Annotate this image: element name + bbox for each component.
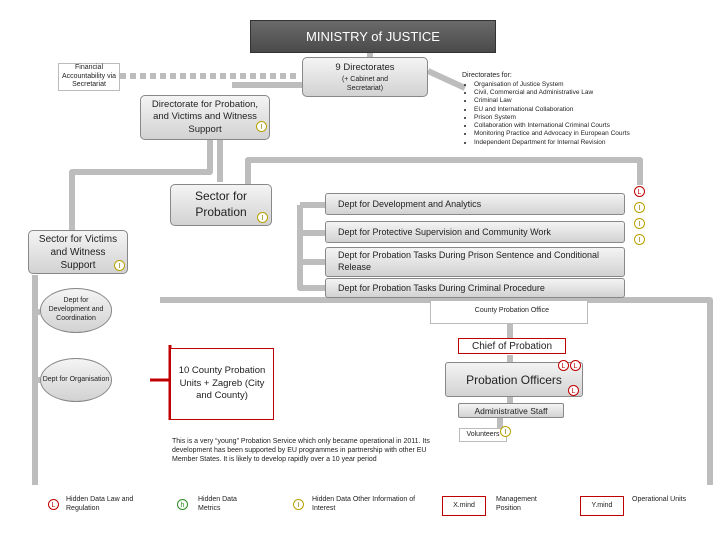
info-badge: I	[634, 234, 645, 245]
dept-protective-supervision: Dept for Protective Supervision and Comm…	[325, 221, 625, 243]
info-badge: I	[114, 260, 125, 271]
legend-info-icon: I	[293, 499, 304, 510]
sector-victims: Sector for Victims and Witness Support	[28, 230, 128, 274]
info-badge: I	[257, 212, 268, 223]
directorate-item: Organisation of Justice System	[474, 81, 682, 89]
legend-law-icon: L	[48, 499, 59, 510]
law-badge: L	[634, 186, 645, 197]
sector-probation: Sector for Probation	[170, 184, 272, 226]
directorate-probation-label: Directorate for Probation, and Victims a…	[151, 99, 259, 135]
law-badge: L	[570, 360, 581, 371]
directorates-sub: (+ Cabinet and Secretariat)	[341, 76, 389, 92]
legend-metrics-icon: h	[177, 499, 188, 510]
legend-info-label: Hidden Data Other Information of Interes…	[312, 496, 416, 512]
financial-accountability: Financial Accountability via Secretariat	[58, 63, 120, 91]
directorate-item: Monitoring Practice and Advocacy in Euro…	[474, 130, 682, 138]
administrative-staff: Administrative Staff	[458, 403, 564, 418]
legend-operational-label: Operational Units	[632, 496, 687, 503]
directorates-items: Organisation of Justice SystemCivil, Com…	[462, 81, 682, 147]
directorates-label: 9 Directorates	[335, 62, 395, 73]
directorates-for-list: Directorates for: Organisation of Justic…	[462, 72, 682, 164]
county-probation-units: 10 County Probation Units + Zagreb (City…	[170, 348, 274, 420]
directorate-item: EU and International Collaboration	[474, 106, 682, 114]
directorates-for-heading: Directorates for:	[462, 72, 512, 79]
legend: L Hidden Data Law and Regulation h Hidde…	[0, 490, 720, 540]
directorate-item: Prison System	[474, 114, 682, 122]
dept-development-analytics: Dept for Development and Analytics	[325, 193, 625, 215]
volunteers: Volunteers	[459, 428, 507, 442]
legend-law-label: Hidden Data Law and Regulation	[66, 496, 134, 512]
dept-organisation: Dept for Organisation	[40, 358, 112, 402]
law-badge: L	[558, 360, 569, 371]
info-badge: I	[634, 202, 645, 213]
service-note: This is a very “young” Probation Service…	[172, 438, 430, 463]
directorate-item: Civil, Commercial and Administrative Law	[474, 89, 682, 97]
ministry-title: MINISTRY of JUSTICE	[250, 20, 496, 53]
legend-management-box: X.mind	[442, 496, 486, 516]
legend-operational-box: Y.mind	[580, 496, 624, 516]
dept-development-coordination: Dept for Development and Coordination	[40, 288, 112, 333]
directorate-item: Independent Department for Internal Revi…	[474, 139, 682, 147]
directorates-box: 9 Directorates (+ Cabinet and Secretaria…	[302, 57, 428, 97]
dept-criminal-procedure: Dept for Probation Tasks During Criminal…	[325, 278, 625, 298]
law-badge: L	[568, 385, 579, 396]
directorate-item: Collaboration with International Crimina…	[474, 122, 682, 130]
legend-management-label: Management Position	[496, 496, 537, 512]
county-probation-office: County Probation Office	[430, 300, 588, 324]
legend-metrics-label: Hidden Data Metrics	[198, 496, 237, 512]
info-badge: I	[256, 121, 267, 132]
directorate-probation: Directorate for Probation, and Victims a…	[140, 95, 270, 140]
chief-of-probation: Chief of Probation	[458, 338, 566, 354]
info-badge: I	[634, 218, 645, 229]
dept-prison-sentence: Dept for Probation Tasks During Prison S…	[325, 247, 625, 277]
directorate-item: Criminal Law	[474, 97, 682, 105]
info-badge: I	[500, 426, 511, 437]
